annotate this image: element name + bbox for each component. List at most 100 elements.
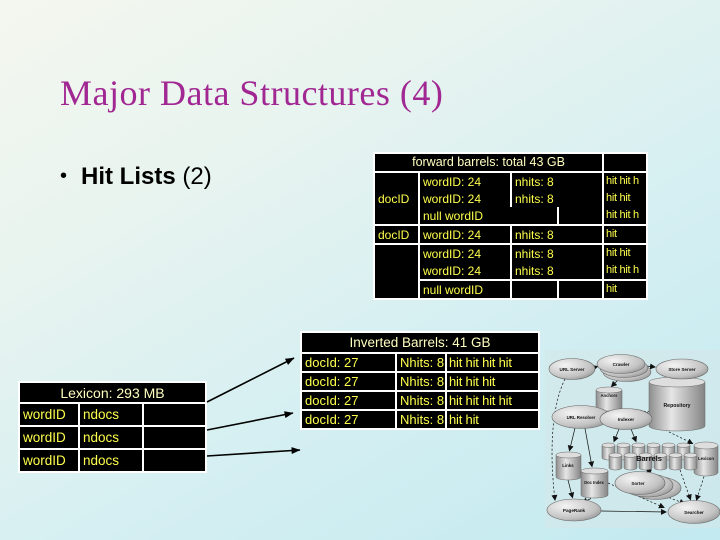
lexicon-table: Lexicon: 293 MB wordID ndocs wordID ndoc… [17, 381, 208, 473]
docid-cell: docID [374, 172, 419, 226]
docid-cell: docID [374, 225, 419, 245]
table-row: wordID: 24 nhits: 8 hit hit [374, 190, 648, 207]
table-row: wordID ndocs [18, 402, 208, 427]
bullet-text-rest: (2) [175, 163, 212, 190]
table-header-row: Inverted Barrels: 41 GB [299, 331, 541, 354]
svg-text:Doc Index: Doc Index [584, 480, 604, 485]
table-header-row: Lexicon: 293 MB [17, 381, 208, 404]
arrow-lexicon-row1 [206, 357, 295, 403]
docid-cell: docId: 27 [300, 371, 397, 392]
header-spacer-cell [602, 153, 648, 173]
node-searcher: Searcher [667, 500, 720, 524]
nhits-cell [510, 280, 558, 299]
svg-text:Repository: Repository [663, 403, 690, 409]
node-crawler: Crawler [596, 354, 652, 382]
arrow-lexicon-row2 [206, 411, 294, 431]
nhits-cell: Nhits: 8 [395, 409, 447, 430]
nhits-cell: Nhits: 8 [395, 371, 447, 392]
docid-empty-cell [374, 244, 419, 299]
node-store-server: Store Server [655, 358, 709, 380]
forward-barrels-title: forward barrels: total 43 GB [374, 153, 604, 173]
node-sorter: Sorter [614, 471, 682, 500]
hits-cell: hit [602, 280, 648, 299]
docid-cell: docId: 27 [300, 390, 397, 411]
bullet-text-bold: Hit Lists [81, 163, 176, 190]
node-anchors: Anchors [595, 386, 623, 412]
word-cell: wordID: 24 [418, 244, 511, 262]
svg-text:PageRank: PageRank [563, 508, 586, 513]
word-cell: wordID: 24 [418, 225, 511, 245]
table-header-row: forward barrels: total 43 GB [374, 153, 648, 173]
svg-text:Sorter: Sorter [631, 481, 645, 486]
hits-cell: hit [602, 225, 648, 245]
ndocs-cell: ndocs [78, 402, 144, 427]
docid-cell: docId: 27 [300, 409, 397, 430]
svg-text:Anchors: Anchors [601, 393, 619, 398]
nhits-cell: nhits: 8 [509, 190, 604, 207]
nhits-cell: nhits: 8 [509, 262, 604, 281]
lexicon-title: Lexicon: 293 MB [17, 381, 208, 404]
node-indexer: Indexer [599, 408, 653, 430]
node-url-server: URL Server [548, 358, 596, 380]
nhits-cell: nhits: 8 [509, 172, 604, 190]
nhits-cell [556, 280, 604, 299]
table-row: null wordID hit [374, 280, 648, 299]
node-url-resolver: URL Resolver [551, 405, 611, 429]
svg-text:Store Server: Store Server [668, 367, 696, 372]
table-row: docId: 27 Nhits: 8 hit hit hit hit [300, 352, 541, 373]
table-row: docId: 27 Nhits: 8 hit hit hit [300, 371, 541, 392]
bullet-item: • Hit Lists (2) [60, 163, 212, 191]
node-links: Links [555, 451, 582, 481]
hits-cell: hit hit [602, 190, 648, 207]
node-barrels: Barrels [601, 442, 698, 471]
svg-text:Indexer: Indexer [618, 417, 635, 422]
table-row: null wordID hit hit h [374, 207, 648, 226]
nhits-cell: Nhits: 8 [395, 390, 447, 411]
inverted-barrels-title: Inverted Barrels: 41 GB [299, 331, 541, 354]
table-row: wordID: 24 nhits: 8 hit hit h [374, 262, 648, 281]
svg-text:Lexicon: Lexicon [698, 456, 714, 461]
hits-cell: hit hit hit hit [444, 352, 541, 373]
wordid-cell: wordID [18, 448, 80, 473]
svg-text:Searcher: Searcher [684, 510, 704, 515]
hits-cell: hit hit hit hit [444, 390, 541, 411]
node-repository: Repository [648, 376, 706, 432]
nhits-cell: nhits: 8 [509, 244, 604, 262]
node-lexicon: Lexicon [693, 441, 719, 477]
table-row: docID wordID: 24 nhits: 8 hit [374, 225, 648, 245]
svg-text:URL Server: URL Server [560, 367, 585, 372]
empty-cell [141, 448, 208, 473]
bullet-marker: • [60, 165, 68, 187]
svg-text:Links: Links [562, 463, 574, 468]
hits-cell: hit hit [602, 244, 648, 262]
empty-cell [141, 425, 208, 450]
word-cell: null wordID [418, 280, 511, 299]
word-cell: wordID: 24 [418, 262, 511, 281]
ndocs-cell: ndocs [78, 448, 144, 473]
hits-cell: hit hit h [602, 207, 648, 226]
word-cell: wordID: 24 [418, 190, 511, 207]
hits-cell: hit hit h [602, 262, 648, 281]
nhits-cell: nhits: 8 [509, 225, 604, 245]
diagram-edges [551, 363, 705, 515]
wordid-cell: wordID [18, 402, 80, 427]
nhits-cell: Nhits: 8 [395, 352, 447, 373]
svg-text:Barrels: Barrels [636, 454, 662, 463]
table-row: docId: 27 Nhits: 8 hit hit [300, 409, 541, 430]
table-row: docId: 27 Nhits: 8 hit hit hit hit [300, 390, 541, 411]
word-cell: null wordID [418, 207, 558, 226]
node-doc-index: Doc Index [580, 467, 609, 499]
hits-cell: hit hit hit [444, 371, 541, 392]
word-cell: wordID: 24 [418, 172, 511, 190]
nhits-cell [556, 207, 604, 226]
table-row: wordID ndocs [18, 425, 208, 450]
ndocs-cell: ndocs [78, 425, 144, 450]
docid-cell: docId: 27 [300, 352, 397, 373]
table-row: docID wordID: 24 nhits: 8 hit hit h [374, 172, 648, 226]
inverted-barrels-table: Inverted Barrels: 41 GB docId: 27 Nhits:… [299, 331, 541, 430]
node-pagerank: PageRank [546, 498, 602, 522]
wordid-cell: wordID [18, 425, 80, 450]
svg-text:Crawler: Crawler [613, 362, 630, 367]
table-row: wordID: 24 nhits: 8 hit hit [374, 244, 648, 262]
